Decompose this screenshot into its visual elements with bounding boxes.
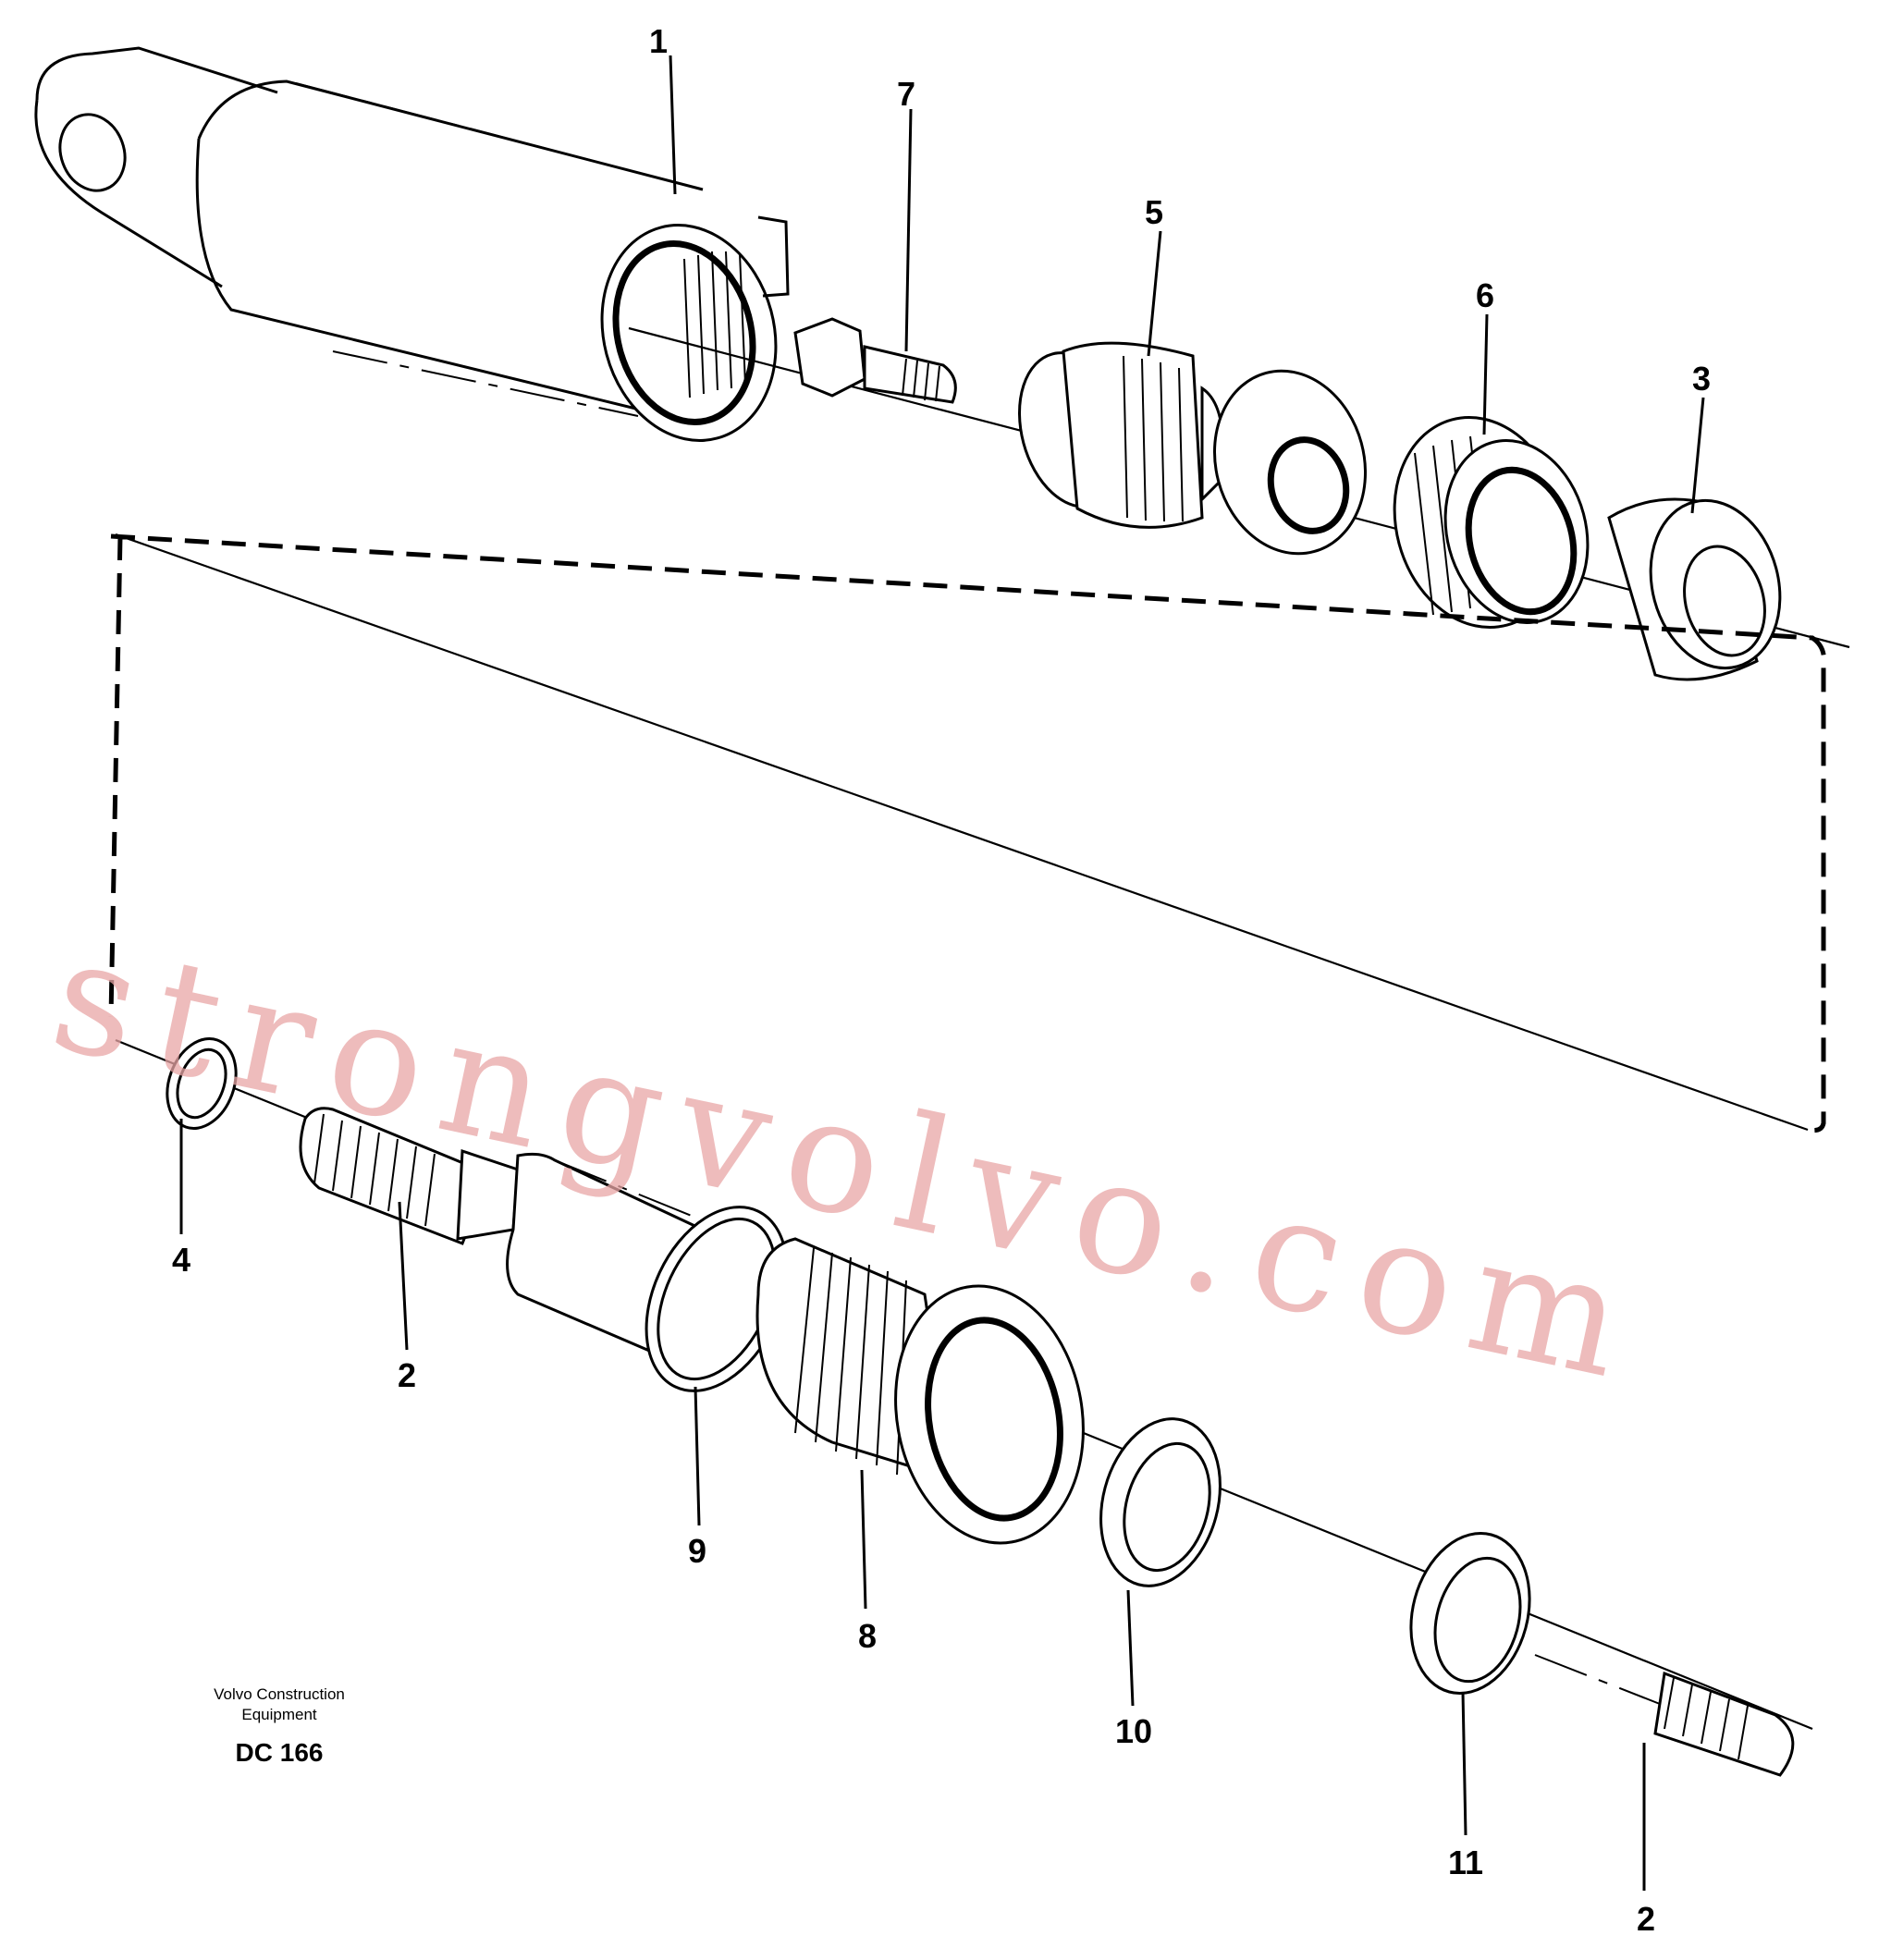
callout-2-rod-end: 2 xyxy=(1637,1900,1655,1938)
sleeve-part-6 xyxy=(1393,416,1590,629)
wear-ring-part-11 xyxy=(1409,1531,1531,1696)
callout-7: 7 xyxy=(897,75,915,113)
assembly-connection-frame xyxy=(108,533,1826,1133)
rod-end-part-2 xyxy=(1534,1654,1795,1777)
bolt-part-7 xyxy=(793,317,957,404)
callout-4: 4 xyxy=(172,1241,190,1279)
callout-leader-lines xyxy=(179,55,1705,1891)
cylinder-head-part-8 xyxy=(755,1237,1085,1545)
cylinder-tube-part-1 xyxy=(34,46,790,442)
bushing-part-3 xyxy=(1607,497,1782,681)
callout-5: 5 xyxy=(1145,193,1163,231)
caption-line-2: Equipment xyxy=(241,1706,317,1723)
wiper-ring-part-10 xyxy=(1099,1417,1222,1587)
callout-6: 6 xyxy=(1476,276,1494,314)
callout-1: 1 xyxy=(649,22,668,60)
caption-line-1: Volvo Construction xyxy=(214,1685,345,1703)
callout-8: 8 xyxy=(858,1617,877,1655)
callout-10: 10 xyxy=(1115,1712,1152,1750)
callout-9: 9 xyxy=(688,1532,706,1570)
caption-code: DC 166 xyxy=(236,1738,324,1767)
piston-part-5 xyxy=(1017,341,1367,556)
callout-11: 11 xyxy=(1448,1844,1483,1881)
callout-3: 3 xyxy=(1692,360,1711,398)
frame-diagonal-line xyxy=(115,533,1809,1132)
callout-2-rod: 2 xyxy=(398,1356,416,1394)
o-ring-part-4 xyxy=(166,1037,238,1130)
